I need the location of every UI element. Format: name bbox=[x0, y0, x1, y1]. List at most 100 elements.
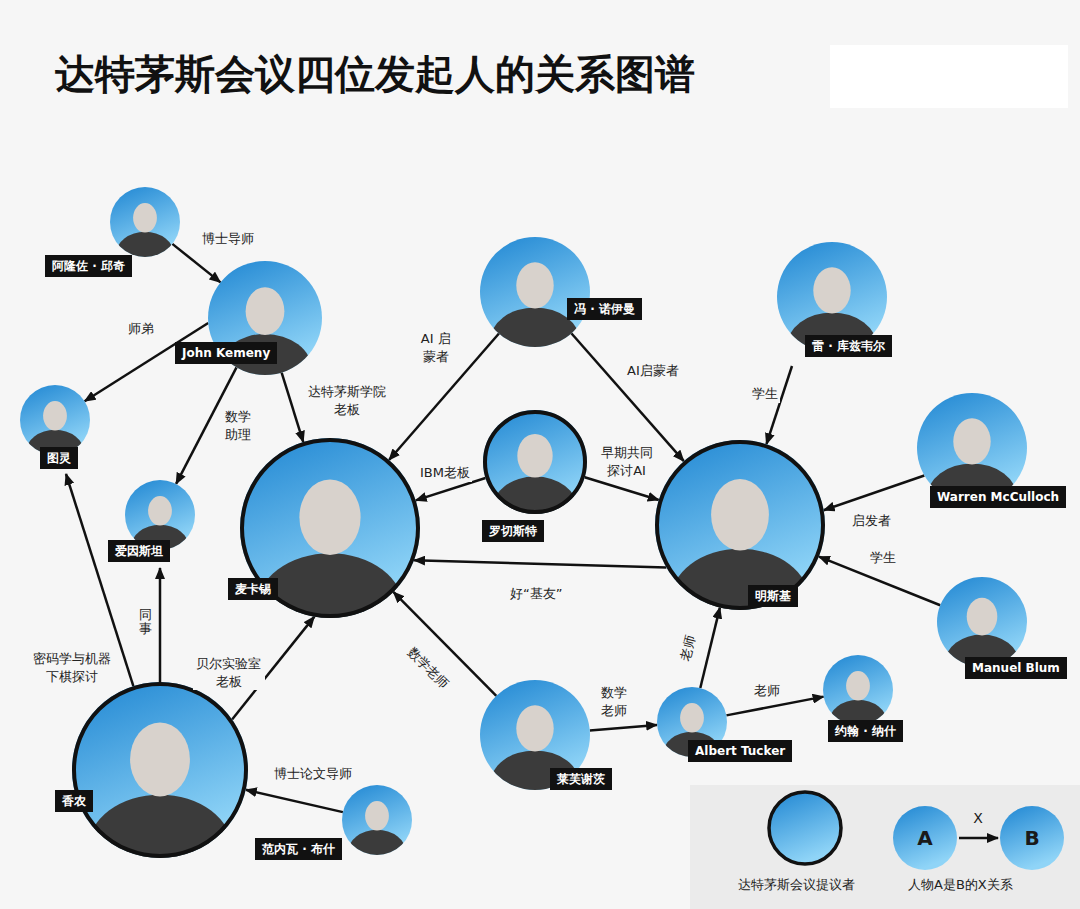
relation-label: 早期共同探讨AI bbox=[596, 444, 657, 479]
name-tag: 约翰 · 纳什 bbox=[828, 720, 903, 742]
name-tag: 爱因斯坦 bbox=[108, 540, 170, 562]
portrait-head bbox=[953, 418, 990, 464]
portrait-circle bbox=[110, 187, 180, 257]
relation-label: 好“基友” bbox=[508, 585, 564, 603]
relation-label: AI启蒙者 bbox=[625, 362, 681, 380]
portrait-silhouette bbox=[670, 479, 809, 654]
portrait-circle bbox=[20, 385, 90, 455]
portrait-silhouette bbox=[26, 401, 83, 473]
person-node: Albert Tucker bbox=[657, 687, 727, 757]
legend-sample-letter: X bbox=[973, 810, 983, 826]
relation-arrow bbox=[590, 725, 657, 731]
portrait-head bbox=[517, 434, 552, 478]
portrait-silhouette bbox=[256, 479, 404, 664]
blank-panel bbox=[830, 45, 1068, 108]
portrait-silhouette bbox=[348, 801, 405, 873]
person-node: John Kemeny bbox=[208, 261, 322, 375]
relation-label: 学生 bbox=[868, 549, 898, 567]
relation-label: 启发者 bbox=[850, 512, 893, 530]
portrait-head bbox=[299, 479, 360, 555]
name-tag: 明斯基 bbox=[748, 585, 798, 607]
relation-arrow bbox=[700, 608, 720, 688]
initiator-ring bbox=[74, 684, 246, 856]
portrait-head bbox=[43, 401, 67, 430]
name-tag: 雷 · 库兹韦尔 bbox=[805, 335, 892, 357]
name-tag: 范内瓦 · 布什 bbox=[255, 838, 342, 860]
portrait-circle bbox=[483, 410, 587, 514]
name-tag: Albert Tucker bbox=[688, 740, 792, 762]
portrait-head bbox=[148, 496, 172, 525]
relation-arrow bbox=[824, 476, 925, 511]
relation-label: 数学老师 bbox=[598, 684, 631, 719]
relation-arrow bbox=[172, 244, 220, 283]
person-node: 罗切斯特 bbox=[483, 410, 587, 514]
initiator-ring bbox=[485, 412, 585, 512]
portrait-silhouette bbox=[88, 722, 232, 903]
legend-text: 达特茅斯会议提议者 bbox=[738, 876, 855, 894]
portrait-head bbox=[516, 262, 553, 308]
portrait-circle bbox=[937, 577, 1027, 667]
relation-label: 老师 bbox=[676, 631, 700, 664]
person-node: 图灵 bbox=[20, 385, 90, 455]
portrait-shoulders bbox=[348, 830, 405, 873]
portrait-head bbox=[846, 671, 870, 700]
name-tag: 香农 bbox=[55, 790, 93, 812]
portrait-shoulders bbox=[88, 795, 232, 904]
name-tag: 莱芙谢茨 bbox=[550, 768, 612, 790]
name-tag: 麦卡锡 bbox=[228, 578, 278, 600]
legend-text: 人物A是B的X关系 bbox=[908, 876, 1013, 894]
portrait-circle bbox=[480, 237, 590, 347]
portrait-circle bbox=[823, 655, 893, 725]
portrait-silhouette bbox=[490, 705, 580, 818]
legend-sample-letter: B bbox=[1024, 826, 1039, 850]
portrait-silhouette bbox=[787, 267, 877, 380]
relation-label: 学生 bbox=[750, 385, 780, 403]
relation-arrow bbox=[571, 333, 684, 461]
relation-arrow bbox=[414, 560, 666, 567]
person-node: 莱芙谢茨 bbox=[480, 680, 590, 790]
person-node: 雷 · 库兹韦尔 bbox=[777, 242, 887, 352]
person-node: 约翰 · 纳什 bbox=[823, 655, 893, 725]
portrait-head bbox=[130, 722, 190, 796]
relation-label: 博士导师 bbox=[200, 230, 256, 248]
legend-sample-letter: A bbox=[917, 826, 932, 850]
name-tag: 冯 · 诺伊曼 bbox=[567, 298, 642, 320]
portrait-head bbox=[133, 203, 157, 232]
portrait-shoulders bbox=[26, 430, 83, 473]
person-node: 爱因斯坦 bbox=[125, 480, 195, 550]
relation-arrow bbox=[766, 366, 792, 444]
person-node: Warren McCulloch bbox=[917, 393, 1027, 503]
name-tag: 阿隆佐 · 邱奇 bbox=[45, 255, 132, 277]
relation-label: 老师 bbox=[752, 682, 782, 700]
portrait-circle bbox=[342, 785, 412, 855]
legend-initiator-circle bbox=[769, 792, 841, 864]
relation-label: 博士论文导师 bbox=[272, 765, 354, 783]
person-node: Manuel Blum bbox=[937, 577, 1027, 667]
name-tag: 图灵 bbox=[40, 447, 78, 469]
relation-label: IBM老板 bbox=[418, 464, 472, 482]
relation-label: 密码学与机器下棋探讨 bbox=[30, 650, 115, 685]
legend-circle-b bbox=[1000, 806, 1064, 870]
relation-arrow bbox=[585, 477, 659, 500]
portrait-circle bbox=[655, 440, 825, 610]
person-node: 阿隆佐 · 邱奇 bbox=[110, 187, 180, 257]
relation-arrow bbox=[246, 790, 343, 812]
relation-label: 同事 bbox=[139, 606, 152, 639]
relation-arrow bbox=[159, 568, 162, 682]
name-tag: John Kemeny bbox=[175, 342, 277, 364]
relation-arrow bbox=[282, 373, 304, 443]
portrait-head bbox=[967, 598, 998, 636]
name-tag: 罗切斯特 bbox=[482, 520, 544, 542]
person-node: 冯 · 诺伊曼 bbox=[480, 237, 590, 347]
relation-arrow bbox=[393, 592, 496, 696]
person-node: 香农 bbox=[72, 682, 248, 858]
relation-label: 数学助理 bbox=[222, 408, 255, 443]
relation-label: 数学老师 bbox=[402, 642, 454, 694]
person-node: 范内瓦 · 布什 bbox=[342, 785, 412, 855]
relation-label: 师弟 bbox=[126, 320, 156, 338]
legend-circle-a bbox=[893, 806, 957, 870]
portrait-head bbox=[680, 703, 704, 732]
portrait-head bbox=[246, 287, 285, 335]
